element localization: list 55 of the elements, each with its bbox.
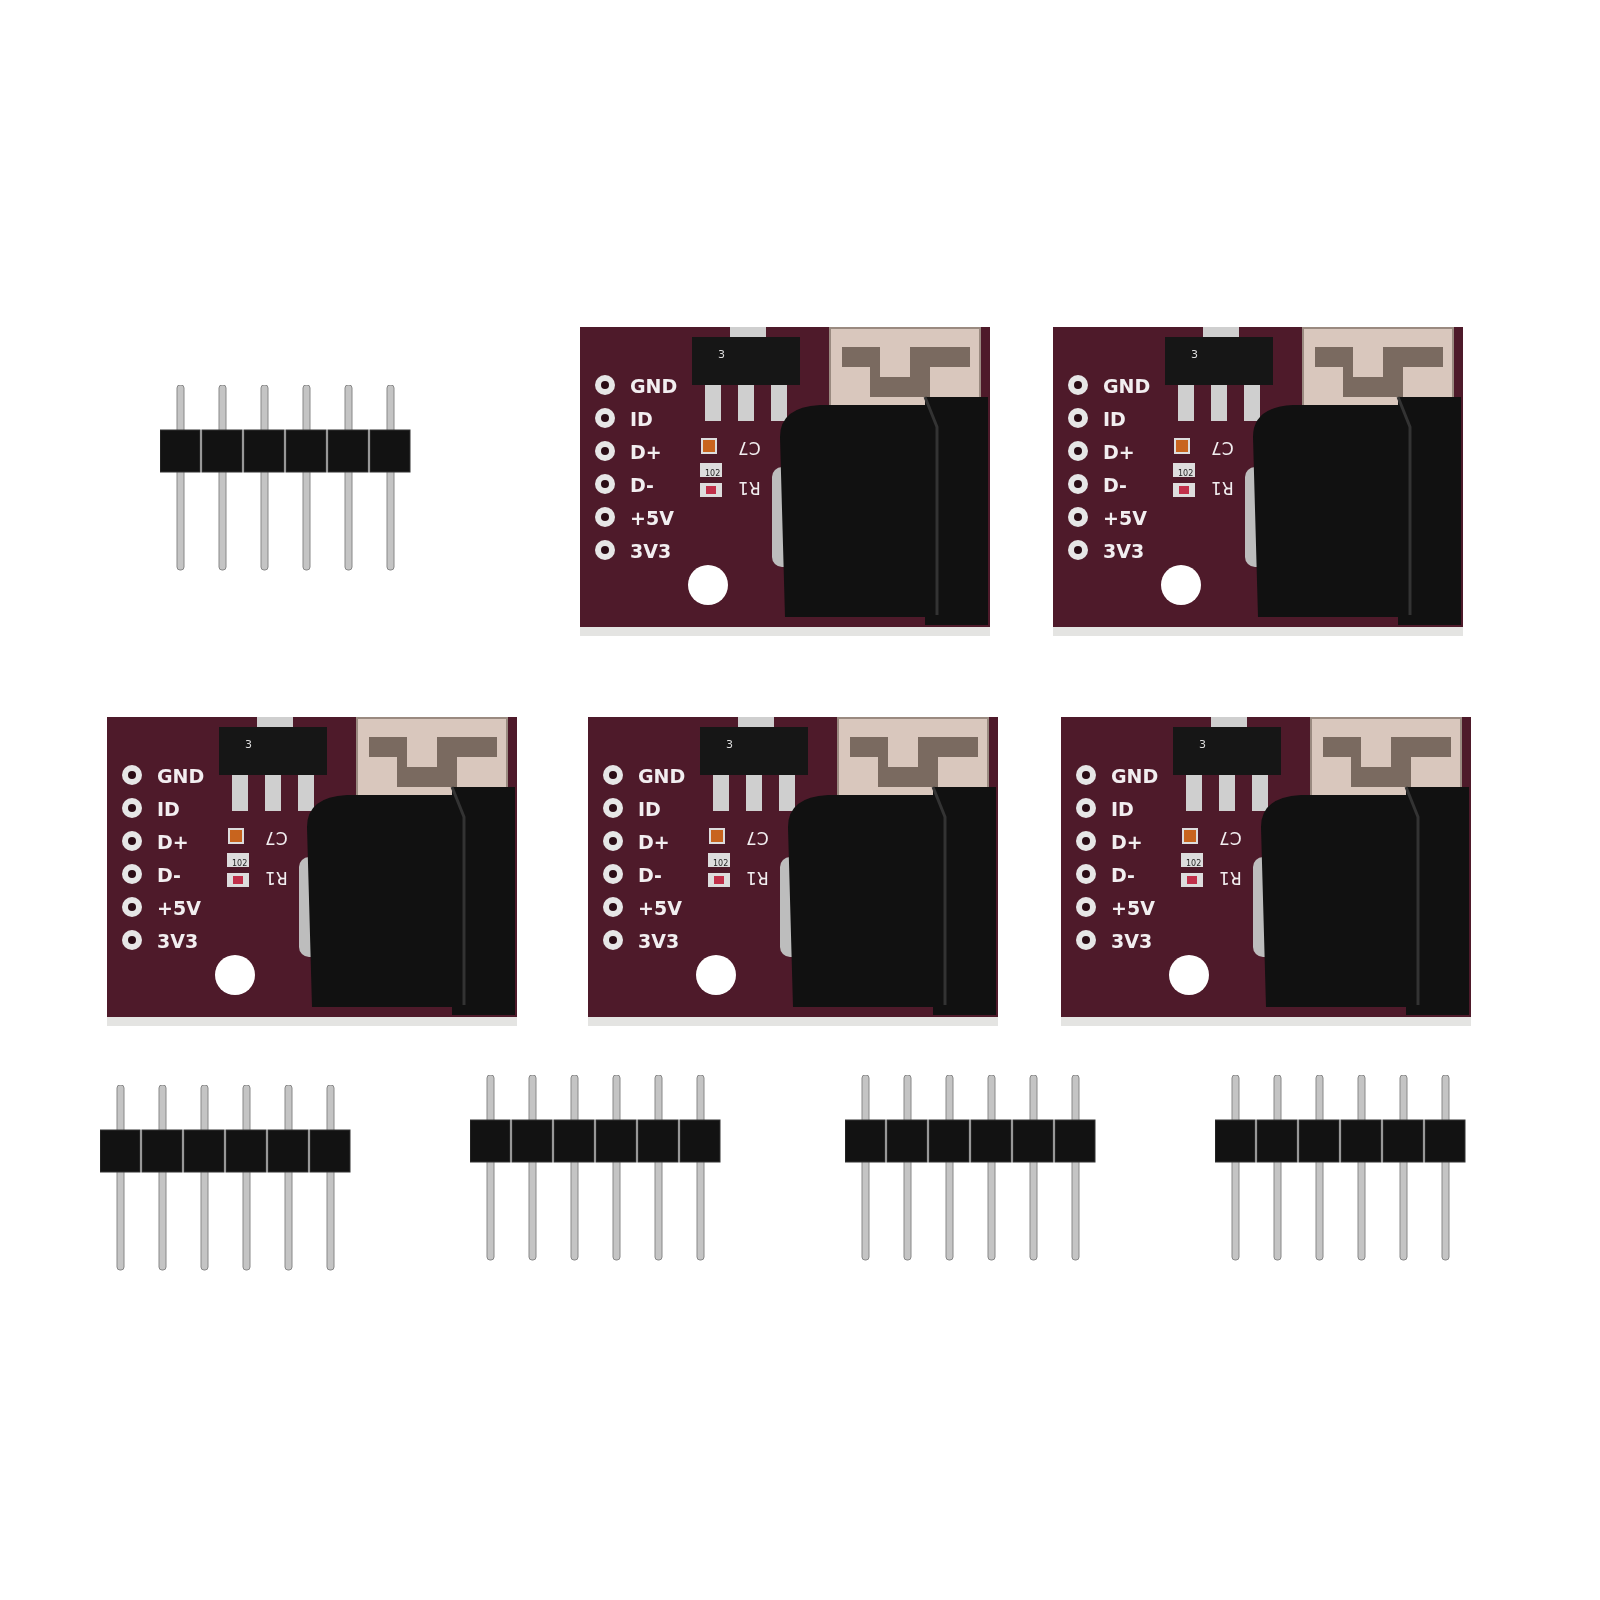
component-label: R1 xyxy=(1219,869,1242,886)
component-label: C7 xyxy=(1211,439,1234,456)
resistor-marking: 102 xyxy=(1178,470,1194,478)
pin-label: D- xyxy=(157,866,181,885)
component-label: R1 xyxy=(738,479,761,496)
pin-label: D- xyxy=(1103,476,1127,495)
component-label: R1 xyxy=(265,869,288,886)
pin-label: GND xyxy=(1103,377,1151,396)
component-label: C7 xyxy=(746,829,769,846)
circuit-board xyxy=(588,717,998,1026)
pin-label: ID xyxy=(630,410,653,429)
pin-label: 3V3 xyxy=(157,932,199,951)
pin-label: D- xyxy=(638,866,662,885)
component-label: R1 xyxy=(1211,479,1234,496)
pin-label: +5V xyxy=(157,899,201,918)
pin-label: D+ xyxy=(157,833,189,852)
pin-label: ID xyxy=(1111,800,1134,819)
pin-label: ID xyxy=(638,800,661,819)
pin-label: +5V xyxy=(1103,509,1147,528)
component-label: C7 xyxy=(265,829,288,846)
component-label: C7 xyxy=(738,439,761,456)
pin-label: D+ xyxy=(1103,443,1135,462)
component-label: R1 xyxy=(746,869,769,886)
pin-label: 3V3 xyxy=(1111,932,1153,951)
circuit-board xyxy=(107,717,517,1026)
pin-label: GND xyxy=(630,377,678,396)
resistor-marking: 102 xyxy=(1186,860,1202,868)
pin-label: +5V xyxy=(638,899,682,918)
pin-label: D+ xyxy=(1111,833,1143,852)
pin-label: +5V xyxy=(630,509,674,528)
pin-label: GND xyxy=(1111,767,1159,786)
pin-label: 3V3 xyxy=(638,932,680,951)
pin-label: +5V xyxy=(1111,899,1155,918)
part-marking: 3 xyxy=(1191,349,1198,360)
component-label: C7 xyxy=(1219,829,1242,846)
pin-label: 3V3 xyxy=(1103,542,1145,561)
part-marking: 3 xyxy=(1199,739,1206,750)
pin-label: GND xyxy=(157,767,205,786)
part-marking: 3 xyxy=(245,739,252,750)
pin-label: GND xyxy=(638,767,686,786)
pin-label: D+ xyxy=(638,833,670,852)
circuit-board xyxy=(580,327,990,636)
pin-label: ID xyxy=(157,800,180,819)
pin-label: D- xyxy=(630,476,654,495)
pin-label: D+ xyxy=(630,443,662,462)
pin-label: 3V3 xyxy=(630,542,672,561)
part-marking: 3 xyxy=(718,349,725,360)
pin-label: ID xyxy=(1103,410,1126,429)
part-marking: 3 xyxy=(726,739,733,750)
resistor-marking: 102 xyxy=(232,860,248,868)
resistor-marking: 102 xyxy=(713,860,729,868)
resistor-marking: 102 xyxy=(705,470,721,478)
circuit-board xyxy=(1053,327,1463,636)
pin-label: D- xyxy=(1111,866,1135,885)
circuit-board xyxy=(1061,717,1471,1026)
